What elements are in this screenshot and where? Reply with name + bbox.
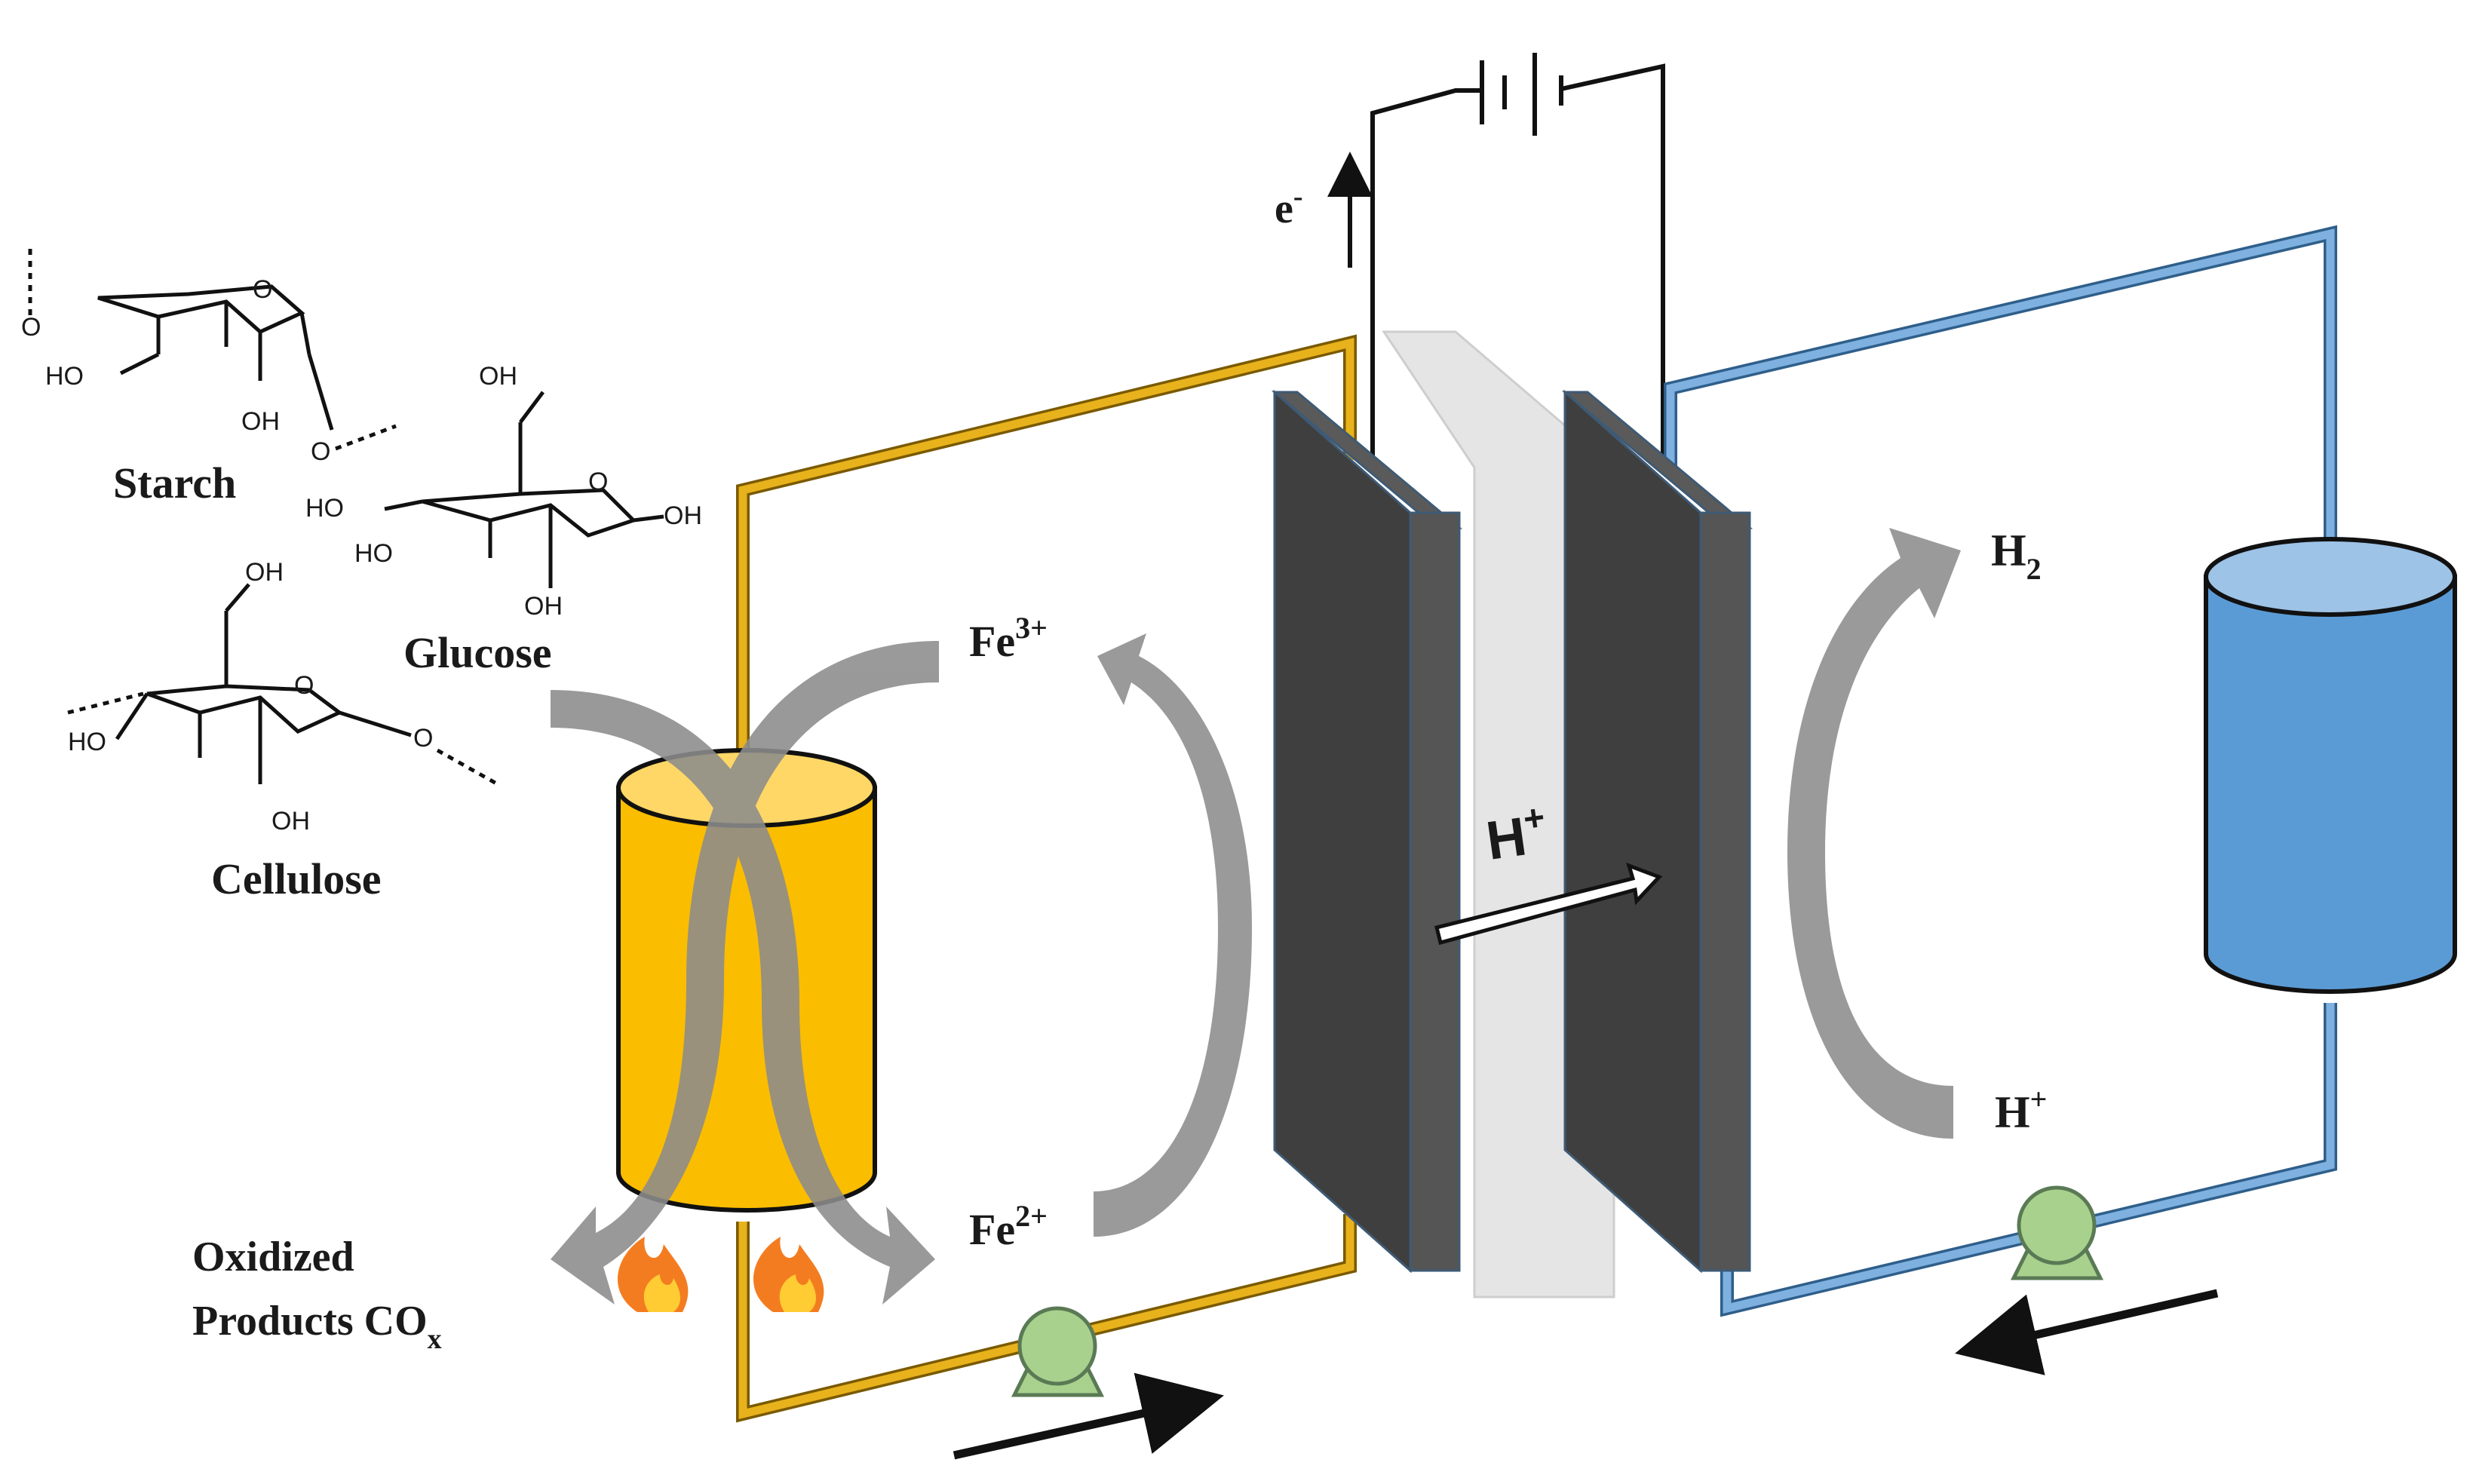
fe3-label: Fe3+ bbox=[969, 611, 1048, 666]
oxidized-products-label: Oxidized Products COx bbox=[192, 1234, 442, 1355]
svg-text:OH: OH bbox=[524, 592, 563, 621]
molecule-atom-labels: O O HO OH O OH HO HO O OH OH OH O HO OH … bbox=[21, 275, 702, 836]
hplus-to-h2-arrow bbox=[1787, 528, 1961, 1139]
h2-label: H2 bbox=[1991, 526, 2042, 586]
glucose-structure bbox=[384, 391, 664, 588]
svg-text:O: O bbox=[21, 313, 41, 342]
svg-text:HO: HO bbox=[68, 728, 106, 756]
starch-label: Starch bbox=[113, 458, 236, 507]
fe2-to-fe3-arrow bbox=[1094, 633, 1252, 1237]
cellulose-structure bbox=[67, 583, 499, 786]
flame-icon bbox=[753, 1237, 824, 1312]
svg-text:OH: OH bbox=[479, 362, 517, 391]
svg-text:HO: HO bbox=[45, 362, 84, 391]
svg-text:OH: OH bbox=[241, 407, 280, 436]
proton-transfer-arrow bbox=[1434, 862, 1663, 946]
svg-text:OH: OH bbox=[245, 558, 284, 587]
svg-text:O: O bbox=[413, 724, 433, 753]
fe2-label: Fe2+ bbox=[969, 1199, 1048, 1254]
svg-text:O: O bbox=[253, 275, 272, 304]
anolyte-pump bbox=[1011, 1306, 1105, 1397]
svg-text:O: O bbox=[311, 437, 330, 466]
anode-electrode bbox=[1271, 389, 1463, 1274]
cathode-wire bbox=[1560, 63, 1665, 468]
svg-text:OH: OH bbox=[664, 501, 702, 530]
svg-text:O: O bbox=[588, 468, 608, 496]
power-source bbox=[1370, 53, 1665, 468]
fe3-consumption-arrow bbox=[551, 641, 939, 1305]
svg-text:HO: HO bbox=[354, 539, 393, 568]
catholyte-pump bbox=[2010, 1185, 2104, 1280]
starch-structure bbox=[28, 249, 397, 451]
electron-label: e- bbox=[1275, 181, 1303, 232]
cathode-electrode bbox=[1561, 389, 1753, 1274]
catholyte-tank bbox=[2204, 537, 2457, 994]
catholyte-flow-arrow bbox=[1955, 1289, 2219, 1375]
anode-wire bbox=[1370, 88, 1482, 464]
ion-exchange-membrane bbox=[1382, 330, 1615, 1298]
svg-text:O: O bbox=[294, 671, 314, 700]
svg-text:HO: HO bbox=[305, 494, 344, 523]
hplus-label: H+ bbox=[1995, 1082, 2047, 1137]
process-arrows bbox=[551, 528, 1961, 1305]
glucose-label: Glucose bbox=[403, 628, 552, 677]
cellulose-label: Cellulose bbox=[211, 854, 382, 903]
anolyte-flow-arrow bbox=[953, 1372, 1224, 1460]
svg-text:OH: OH bbox=[272, 807, 310, 836]
flame-icon bbox=[617, 1237, 689, 1312]
